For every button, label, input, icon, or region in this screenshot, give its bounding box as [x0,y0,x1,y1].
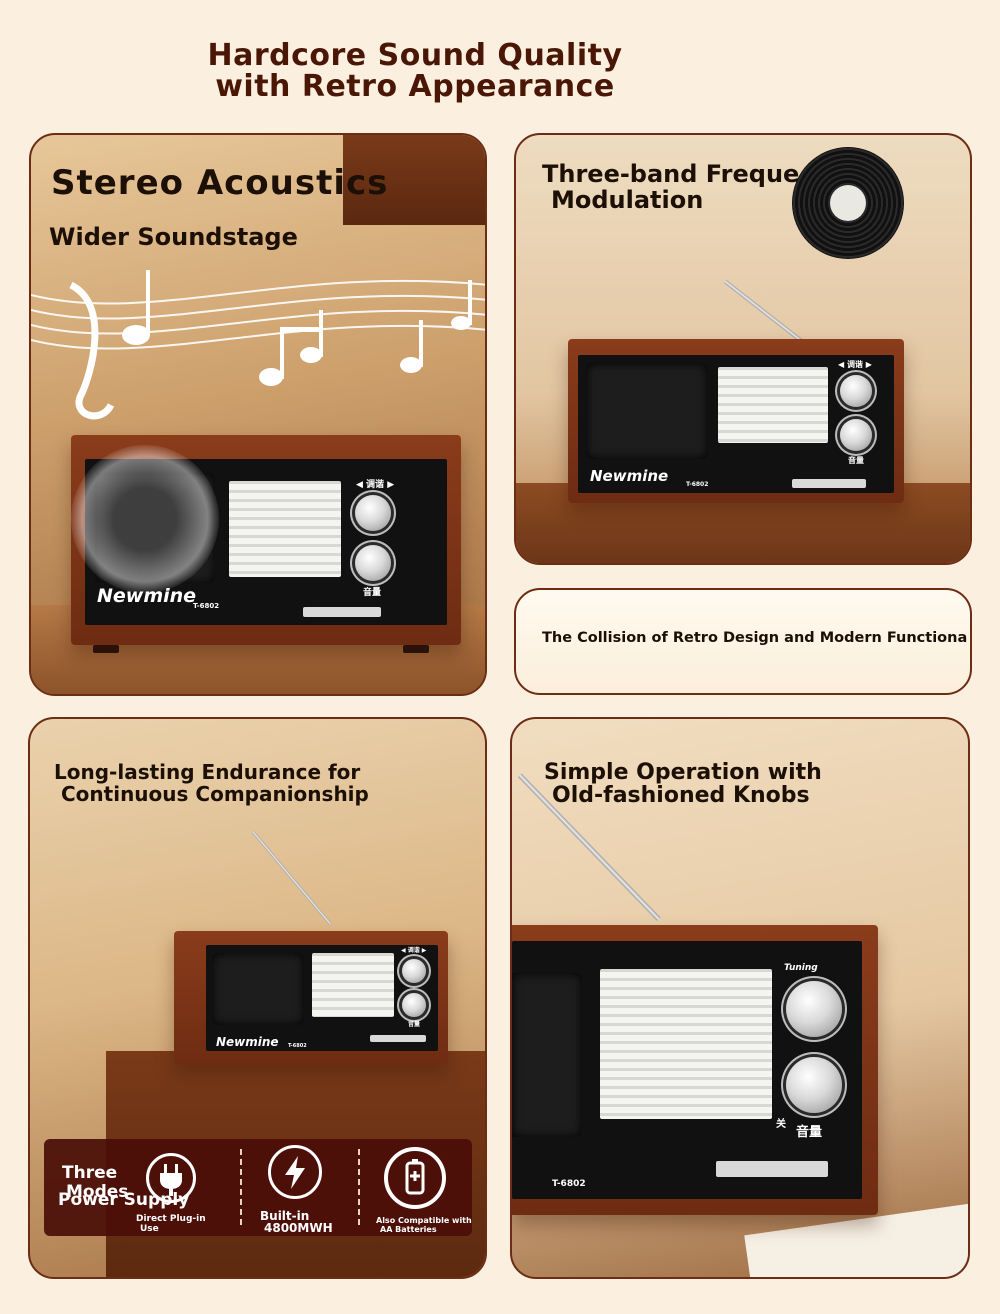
band-switch [303,607,381,617]
endurance-line-2: Continuous Companionship [61,782,369,806]
speaker-grille [212,953,304,1025]
speaker-grille [586,363,708,459]
power-label-line-2: Modes [66,1182,129,1202]
three-band-line-2: Modulation [551,186,704,214]
stereo-acoustics-panel: Stereo Acoustics Wider Soundstage [29,133,487,696]
brand-logo: Newmine [590,467,669,485]
radio-product: ◀ 调谐 ▶ 音量 Newmine T-6802 [174,931,448,1065]
soundstage-subheading: Wider Soundstage [49,223,298,251]
speaker-glow-icon [71,445,219,593]
tuning-label: Tuning [784,963,818,973]
volume-knob [355,545,391,581]
antenna [252,831,332,925]
tuning-label: ◀ 调谐 ▶ [838,360,872,369]
frequency-dial [718,367,828,443]
power-supply-banner: Three Modes Power Supply Direct Plug-in … [44,1139,472,1236]
knobs-heading: Simple Operation with Old-fashioned Knob… [544,761,822,807]
plugin-label-line-2: Use [140,1224,159,1234]
off-label: 关 [776,1119,786,1130]
volume-knob [786,1057,842,1113]
music-note-icon [122,325,150,345]
speaker-grille [95,473,215,583]
knobs-panel: Simple Operation with Old-fashioned Knob… [510,717,970,1279]
battery-label-line-1: Also Compatible with [376,1216,472,1225]
tuning-label: ◀ 调谐 ▶ [356,480,395,490]
music-notes-graphic [31,270,485,420]
radio-product: ◀ 调谐 ▶ 音量 Newmine T-6802 [568,339,904,503]
model-number: T-6802 [193,602,220,610]
frequency-dial [312,953,394,1017]
endurance-heading: Long-lasting Endurance for Continuous Co… [54,761,369,805]
frequency-dial [229,481,341,577]
frequency-dial [600,969,772,1119]
tuning-knob [786,981,842,1037]
tuning-knob [840,375,872,407]
model-number: T-6802 [288,1043,307,1049]
stereo-heading: Stereo Acoustics [51,163,389,203]
three-band-line-1: Three-band Freque [542,160,800,188]
separator [240,1149,242,1225]
radio-product: ◀ 调谐 ▶ 音量 Newmine T-6802 [71,435,461,653]
band-switch [716,1161,828,1177]
knobs-line-2: Old-fashioned Knobs [552,783,810,808]
lightning-icon [268,1145,322,1199]
builtin-label-line-2: 4800MWH [264,1221,333,1235]
band-switch [370,1035,426,1042]
title-line-1: Hardcore Sound Quality [207,38,623,73]
radio-product: Tuning 关 音量 T-6802 [512,925,878,1215]
separator [358,1149,360,1225]
model-number: T-6802 [552,1179,586,1189]
tuning-knob [355,495,391,531]
battery-label-line-2: AA Batteries [380,1225,437,1234]
wall-shelf [343,135,485,225]
collision-text: The Collision of Retro Design and Modern… [542,630,968,646]
plugin-label-line-1: Direct Plug-in [136,1214,206,1224]
tuning-label: ◀ 调谐 ▶ [401,947,427,954]
volume-label: 音量 [796,1125,823,1140]
brand-logo: Newmine [216,1035,279,1049]
volume-label: 音量 [848,456,864,465]
collision-panel: The Collision of Retro Design and Modern… [514,588,972,695]
model-number: T-6802 [686,481,709,488]
three-band-heading: Three-band Freque Modulation [542,161,799,213]
endurance-line-1: Long-lasting Endurance for [54,760,361,784]
brand-logo: Newmine [97,585,197,607]
volume-knob [840,419,872,451]
three-band-panel: Three-band Freque Modulation ◀ 调谐 ▶ 音量 N… [514,133,972,565]
volume-label: 音量 [363,588,382,598]
page-title: Hardcore Sound Quality with Retro Appear… [0,40,830,102]
plug-icon [146,1153,196,1203]
volume-label: 音量 [408,1021,421,1028]
vinyl-record-icon [792,147,904,259]
tuning-knob [402,959,426,983]
title-line-2: with Retro Appearance [215,69,615,104]
builtin-label-line-1: Built-in [260,1209,310,1223]
power-label-line-1: Three [62,1163,118,1183]
band-switch [792,479,866,488]
volume-knob [402,993,426,1017]
knobs-line-1: Simple Operation with [544,760,822,785]
speaker-grille [512,973,582,1137]
battery-icon [384,1147,446,1209]
